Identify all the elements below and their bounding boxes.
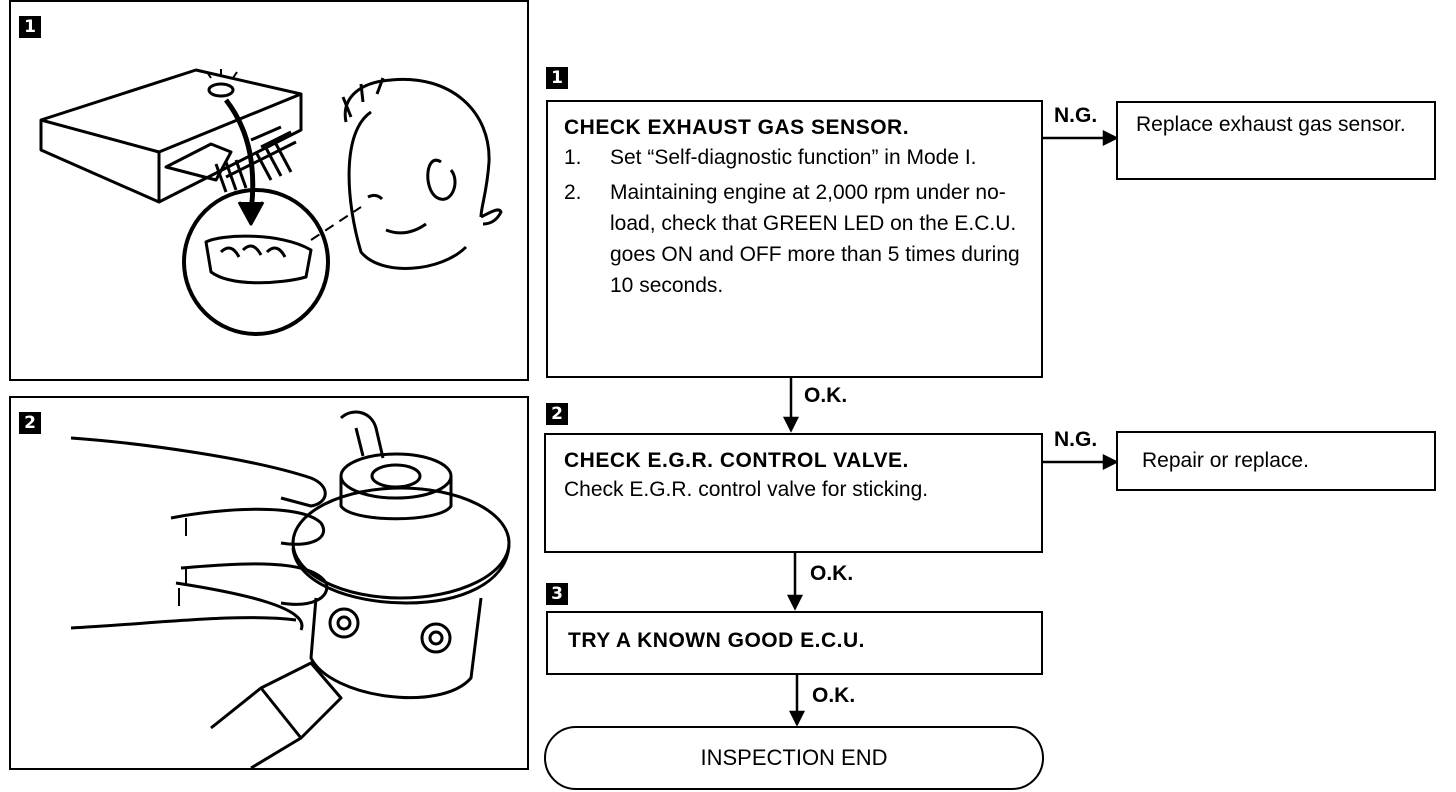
magnifier-circle [182, 188, 330, 336]
figure-2-badge: 2 [19, 412, 41, 434]
step-1-ng-action: Replace exhaust gas sensor. [1116, 101, 1436, 180]
inspector-face [347, 110, 468, 270]
step-1-item-2-num: 2. [564, 181, 582, 204]
line-of-sight [310, 206, 362, 241]
ecu-box-front [39, 120, 161, 204]
step-2-ok-label: O.K. [810, 562, 854, 585]
figure-ecu-led-check: 1 [9, 0, 529, 381]
step-1-ng-label: N.G. [1054, 104, 1098, 127]
step-3-badge: 3 [546, 583, 568, 605]
step-1-box: CHECK EXHAUST GAS SENSOR. 1. Set “Self-d… [546, 100, 1043, 378]
step-2-title: CHECK E.G.R. CONTROL VALVE. [564, 449, 909, 472]
step-1-ok-label: O.K. [804, 384, 848, 407]
vacuum-hose [339, 410, 385, 459]
step-2-ng-action: Repair or replace. [1116, 431, 1436, 491]
ecu-illustration [39, 68, 503, 336]
step-1-title: CHECK EXHAUST GAS SENSOR. [564, 116, 910, 139]
led-indicator [207, 82, 235, 98]
step-1-item-1-text: Set “Self-diagnostic function” in Mode I… [610, 146, 977, 169]
step-3-title: TRY A KNOWN GOOD E.C.U. [568, 629, 865, 652]
step-1-item-1: 1. Set “Self-diagnostic function” in Mod… [564, 142, 1025, 173]
step-1-item-2: 2. Maintaining engine at 2,000 rpm under… [564, 177, 1025, 301]
hand [70, 436, 327, 508]
figure-egr-valve-check: 2 [9, 396, 529, 770]
step-3-ok-label: O.K. [812, 684, 856, 707]
step-1-item-1-num: 1. [564, 146, 582, 169]
inspection-end-terminal: INSPECTION END [544, 726, 1044, 790]
figure-1-badge: 1 [19, 16, 41, 38]
step-2-text: Check E.G.R. control valve for sticking. [564, 478, 929, 501]
step-1-item-2-text: Maintaining engine at 2,000 rpm under no… [610, 181, 1020, 297]
step-2-badge: 2 [546, 403, 568, 425]
step-2-box: CHECK E.G.R. CONTROL VALVE. Check E.G.R.… [544, 433, 1043, 553]
step-2-ng-label: N.G. [1054, 428, 1098, 451]
step-1-badge: 1 [546, 67, 568, 89]
egr-valve-illustration [70, 410, 511, 768]
step-3-box: TRY A KNOWN GOOD E.C.U. [546, 611, 1043, 675]
valve-body [309, 597, 483, 700]
